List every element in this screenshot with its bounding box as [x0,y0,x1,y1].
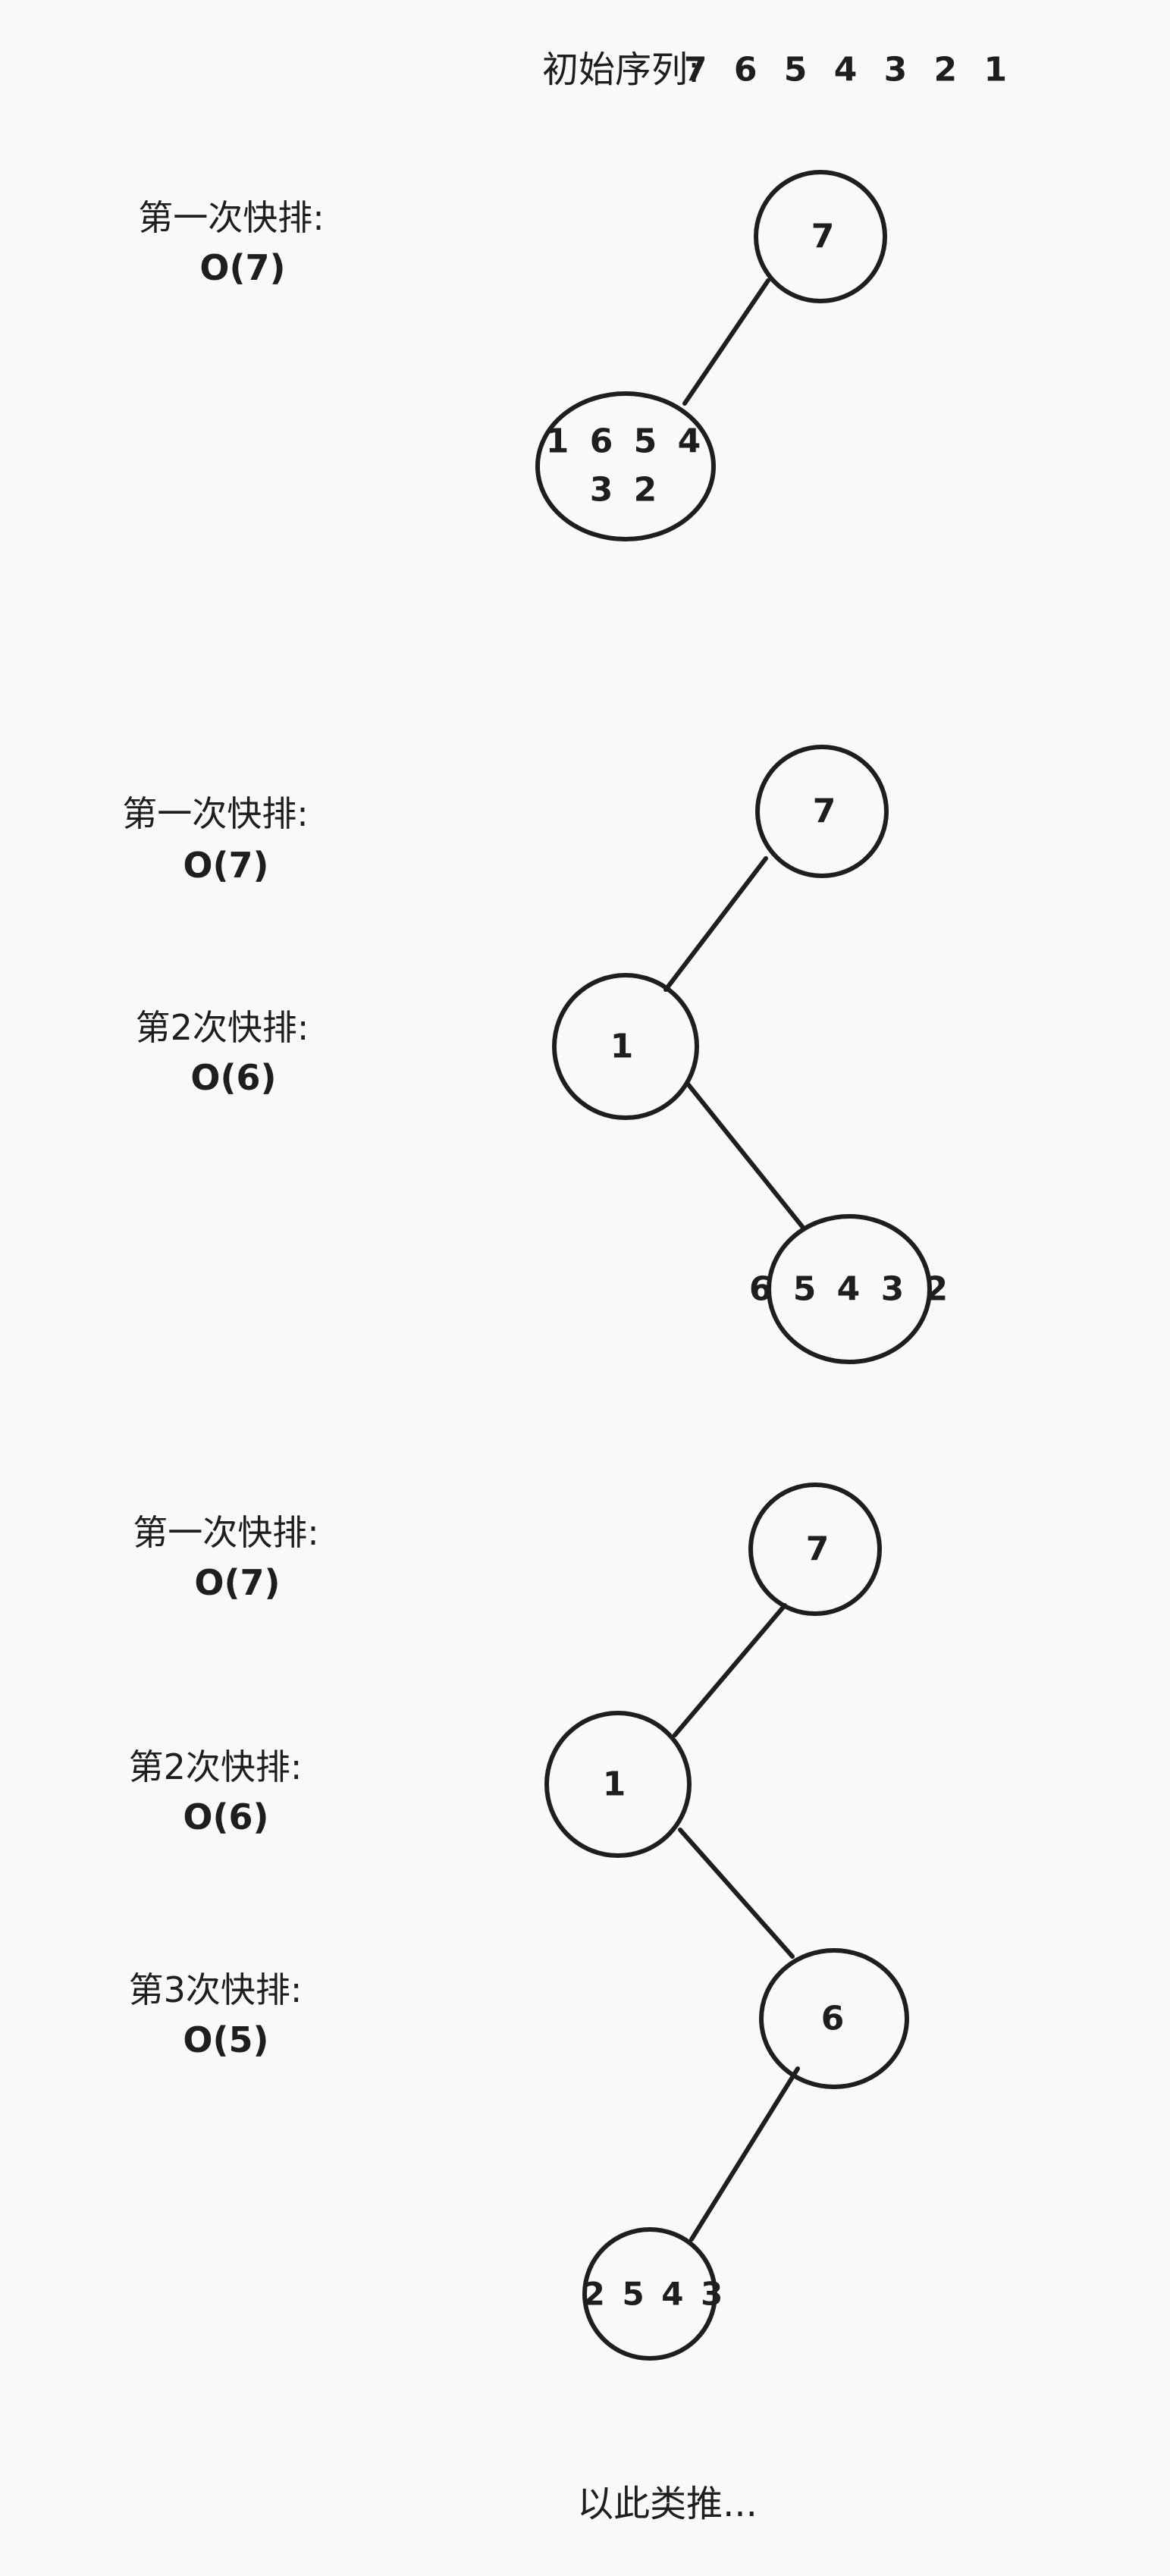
stage-3-node-third-text: 6 [821,2000,849,2038]
stage-3: 第一次快排: O(7) 第2次快排: O(6) 第3次快排: O(5) 7 1 … [129,1483,909,2361]
stage-1-node-left-text-line1: 1 6 5 4 [546,422,705,461]
stage-3-label-2-line1: 第2次快排: [129,1746,303,1787]
stage-1-label-1-line1: 第一次快排: [138,197,325,238]
stage-2-node-mid-text: 1 [610,1028,638,1066]
stage-2-label-1-line1: 第一次快排: [122,793,309,834]
stage-3-label-1-line2: O(7) [194,1562,280,1603]
stage-1-node-left [535,391,716,541]
stage-3-node-leaf [582,2227,717,2361]
stage-2: 第一次快排: O(7) 第2次快排: O(6) 7 1 6 5 4 3 2 [122,745,952,1364]
stage-3-edge-right-leaf [689,2066,800,2242]
stage-1-edge-root-left [682,278,770,406]
stage-3-label-3-line2: O(5) [183,2019,268,2060]
stage-2-node-root-text: 7 [813,792,841,831]
stage-1-node-root-text: 7 [811,218,839,256]
stage-2-node-root [755,745,889,878]
stage-3-node-root-text: 7 [806,1530,834,1569]
stage-2-label-2-line2: O(6) [190,1057,276,1098]
stage-3-label-1-line1: 第一次快排: [133,1512,319,1553]
stage-2-node-mid [552,973,699,1120]
stage-2-label-1-line2: O(7) [183,845,268,886]
stage-2-edge-root-left [663,856,768,992]
title-sequence: 7 6 5 4 3 2 1 [684,51,1015,89]
stage-3-node-second-text: 1 [603,1765,631,1804]
stage-1-label-1-line2: O(7) [199,247,285,288]
stage-3-node-third [759,1948,909,2089]
stage-1: 第一次快排: O(7) 7 1 6 5 4 3 2 [138,170,887,541]
stage-3-node-second [544,1711,692,1858]
stage-3-label-3-line1: 第3次快排: [129,1969,303,2010]
stage-3-node-leaf-text: 2 5 4 3 [583,2276,726,2313]
stage-1-node-left-text-line2: 3 2 [590,471,662,510]
footer-text: 以此类推... [577,2483,758,2525]
stage-3-edge-left-right [678,1828,795,1959]
stage-2-node-right-text: 6 5 4 3 2 [749,1270,952,1309]
stage-2-node-right [767,1214,932,1364]
stage-1-node-root [754,170,887,303]
stage-2-edge-left-right [685,1081,806,1231]
title-label: 初始序列: [542,49,700,91]
stage-2-label-2-line1: 第2次快排: [136,1007,309,1048]
stage-3-node-root [748,1483,882,1616]
stage-3-label-2-line2: O(6) [183,1796,268,1837]
stage-3-edge-root-left [673,1603,787,1737]
